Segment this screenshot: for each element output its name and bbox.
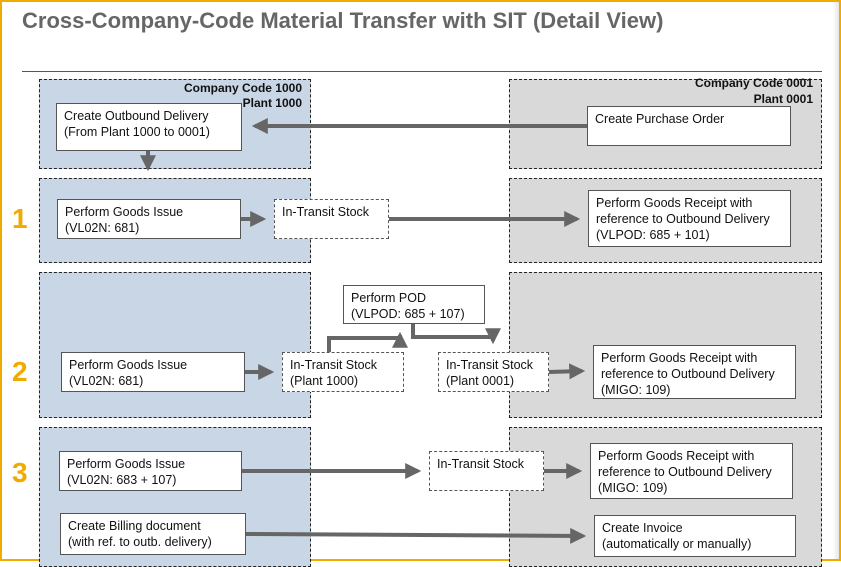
step2-goods-issue-box: Perform Goods Issue (VL02N: 681): [61, 352, 245, 392]
step3-billing-line2: (with ref. to outb. delivery): [68, 535, 212, 549]
step3-goods-receipt-box: Perform Goods Receipt with reference to …: [590, 443, 793, 499]
create-outbound-delivery-box: Create Outbound Delivery (From Plant 100…: [56, 103, 242, 151]
step1-in-transit-box: In-Transit Stock: [274, 199, 389, 239]
step2-goods-issue-line2: (VL02N: 681): [69, 374, 144, 388]
step-number-2: 2: [12, 356, 28, 387]
outbound-delivery-line2: (From Plant 1000 to 0001): [64, 125, 210, 139]
step-number-1: 1: [12, 203, 28, 234]
sender-plant: Plant 1000: [242, 96, 302, 110]
step2-goods-receipt-line3: (MIGO: 109): [601, 383, 671, 397]
step2-in-transit-plant0001-box: In-Transit Stock (Plant 0001): [438, 352, 549, 392]
step1-goods-issue-box: Perform Goods Issue (VL02N: 681): [57, 199, 241, 239]
step3-goods-receipt-line1: Perform Goods Receipt with: [598, 449, 755, 463]
sender-lane-step-2: [39, 272, 311, 418]
step3-invoice-line2: (automatically or manually): [602, 537, 752, 551]
step3-goods-issue-line1: Perform Goods Issue: [67, 457, 186, 471]
receiver-company-code: Company Code 0001: [694, 76, 813, 90]
step3-invoice-line1: Create Invoice: [602, 521, 683, 535]
step3-billing-document-box: Create Billing document (with ref. to ou…: [60, 513, 246, 555]
step2-in-transit-sender-line1: In-Transit Stock: [290, 358, 378, 372]
step1-goods-issue-line1: Perform Goods Issue: [65, 205, 184, 219]
step-number-3: 3: [12, 457, 28, 488]
purchase-order-line1: Create Purchase Order: [595, 112, 725, 126]
step2-in-transit-sender-line2: (Plant 1000): [290, 374, 359, 388]
step1-goods-receipt-box: Perform Goods Receipt with reference to …: [588, 190, 791, 247]
step2-goods-receipt-line2: reference to Outbound Delivery: [601, 367, 775, 381]
receiver-plant: Plant 0001: [753, 92, 813, 106]
step2-perform-pod-box: Perform POD (VLPOD: 685 + 107): [343, 285, 485, 324]
step1-in-transit-line1: In-Transit Stock: [282, 205, 370, 219]
slide-title: Cross-Company-Code Material Transfer wit…: [22, 8, 664, 33]
step1-goods-receipt-line3: (VLPOD: 685 + 101): [596, 228, 710, 242]
step2-goods-issue-line1: Perform Goods Issue: [69, 358, 188, 372]
step2-pod-line2: (VLPOD: 685 + 107): [351, 307, 465, 321]
step3-goods-issue-line2: (VL02N: 683 + 107): [67, 473, 177, 487]
step1-goods-receipt-line1: Perform Goods Receipt with: [596, 196, 753, 210]
step2-in-transit-receiver-line1: In-Transit Stock: [446, 358, 534, 372]
step2-pod-line1: Perform POD: [351, 291, 427, 305]
step1-goods-issue-line2: (VL02N: 681): [65, 221, 140, 235]
step3-billing-line1: Create Billing document: [68, 519, 201, 533]
outbound-delivery-line1: Create Outbound Delivery: [64, 109, 209, 123]
create-purchase-order-box: Create Purchase Order: [587, 106, 791, 146]
step2-in-transit-receiver-line2: (Plant 0001): [446, 374, 515, 388]
step3-goods-receipt-line3: (MIGO: 109): [598, 481, 668, 495]
step1-goods-receipt-line2: reference to Outbound Delivery: [596, 212, 770, 226]
title-divider: [22, 71, 822, 72]
frame-shadow: [833, 2, 839, 559]
step2-goods-receipt-line1: Perform Goods Receipt with: [601, 351, 758, 365]
step2-in-transit-plant1000-box: In-Transit Stock (Plant 1000): [282, 352, 404, 392]
step3-goods-issue-box: Perform Goods Issue (VL02N: 683 + 107): [59, 451, 242, 491]
step2-goods-receipt-box: Perform Goods Receipt with reference to …: [593, 345, 796, 399]
step3-in-transit-line1: In-Transit Stock: [437, 457, 525, 471]
sender-company-code: Company Code 1000: [183, 81, 302, 95]
step3-create-invoice-box: Create Invoice (automatically or manuall…: [594, 515, 796, 557]
step3-in-transit-box: In-Transit Stock: [429, 451, 544, 491]
step3-goods-receipt-line2: reference to Outbound Delivery: [598, 465, 772, 479]
